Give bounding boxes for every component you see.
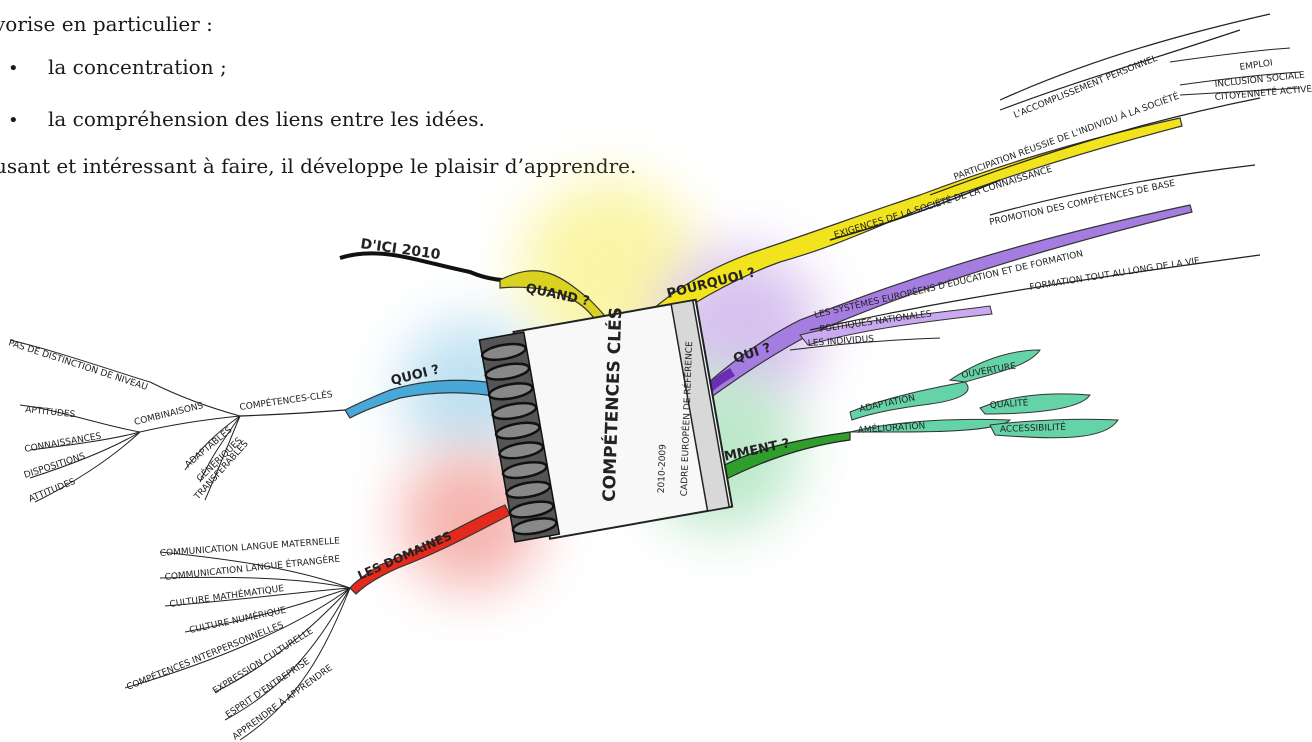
central-subtitle-years: 2010-2009 <box>657 444 669 494</box>
leaf-individus: LES INDIVIDUS <box>808 334 875 349</box>
leaf-langue-maternelle: COMMUNICATION LANGUE MATERNELLE <box>160 536 341 559</box>
leaf-amelioration: AMÉLIORATION <box>857 419 925 436</box>
leaf-pas-de-distinction: PAS DE DISTINCTION DE NIVEAU <box>7 338 149 393</box>
book-edge <box>670 299 731 512</box>
leaf-aptitudes: APTITUDES <box>25 405 76 420</box>
bullet-item-comprehension: la compréhension des liens entre les idé… <box>48 107 485 131</box>
leaf-d-ici-2010: D'ICI 2010 <box>359 236 441 263</box>
leaf-participation: PARTICIPATION RÉUSSIE DE L'INDIVIDU À LA… <box>952 90 1181 183</box>
leaf-exigences: EXIGENCES DE LA SOCIÉTÉ DE LA CONNAISSAN… <box>832 163 1053 241</box>
leaf-qualite: QUALITÉ <box>989 396 1029 411</box>
leaf-combinaisons: COMBINAISONS <box>133 401 204 428</box>
bullet-item-concentration: la concentration ; <box>48 55 227 79</box>
leaf-attitudes: ATTITUDES <box>27 477 77 505</box>
leaf-transferables: TRANSFÉRABLES <box>191 438 251 503</box>
text-excerpt: vorise en particulier : • la concentrati… <box>0 0 760 200</box>
leaf-adaptation: ADAPTATION <box>859 393 917 415</box>
spiral-rings <box>480 342 558 536</box>
leaf-connaissances: CONNAISSANCES <box>24 432 103 455</box>
leaf-accessibilite: ACCESSIBILITÉ <box>1000 421 1067 435</box>
leaf-dispositions: DISPOSITIONS <box>23 452 87 481</box>
central-book: COMPÉTENCES CLÉS 2010-2009 CADRE EUROPÉE… <box>478 298 734 543</box>
leaf-culture-mathematique: CULTURE MATHÉMATIQUE <box>169 582 285 610</box>
leaf-emploi: EMPLOI <box>1239 58 1273 73</box>
leaf-competences-cles: COMPÉTENCES-CLÉS <box>239 388 334 413</box>
bullet-marker: • <box>8 58 19 79</box>
intro-line: vorise en particulier : <box>0 12 213 36</box>
bullet-marker: • <box>8 110 19 131</box>
outro-line: usant et intéressant à faire, il dévelop… <box>0 154 637 178</box>
branch-domaines: LES DOMAINES COMMUNICATION LANGUE MATERN… <box>125 504 511 742</box>
